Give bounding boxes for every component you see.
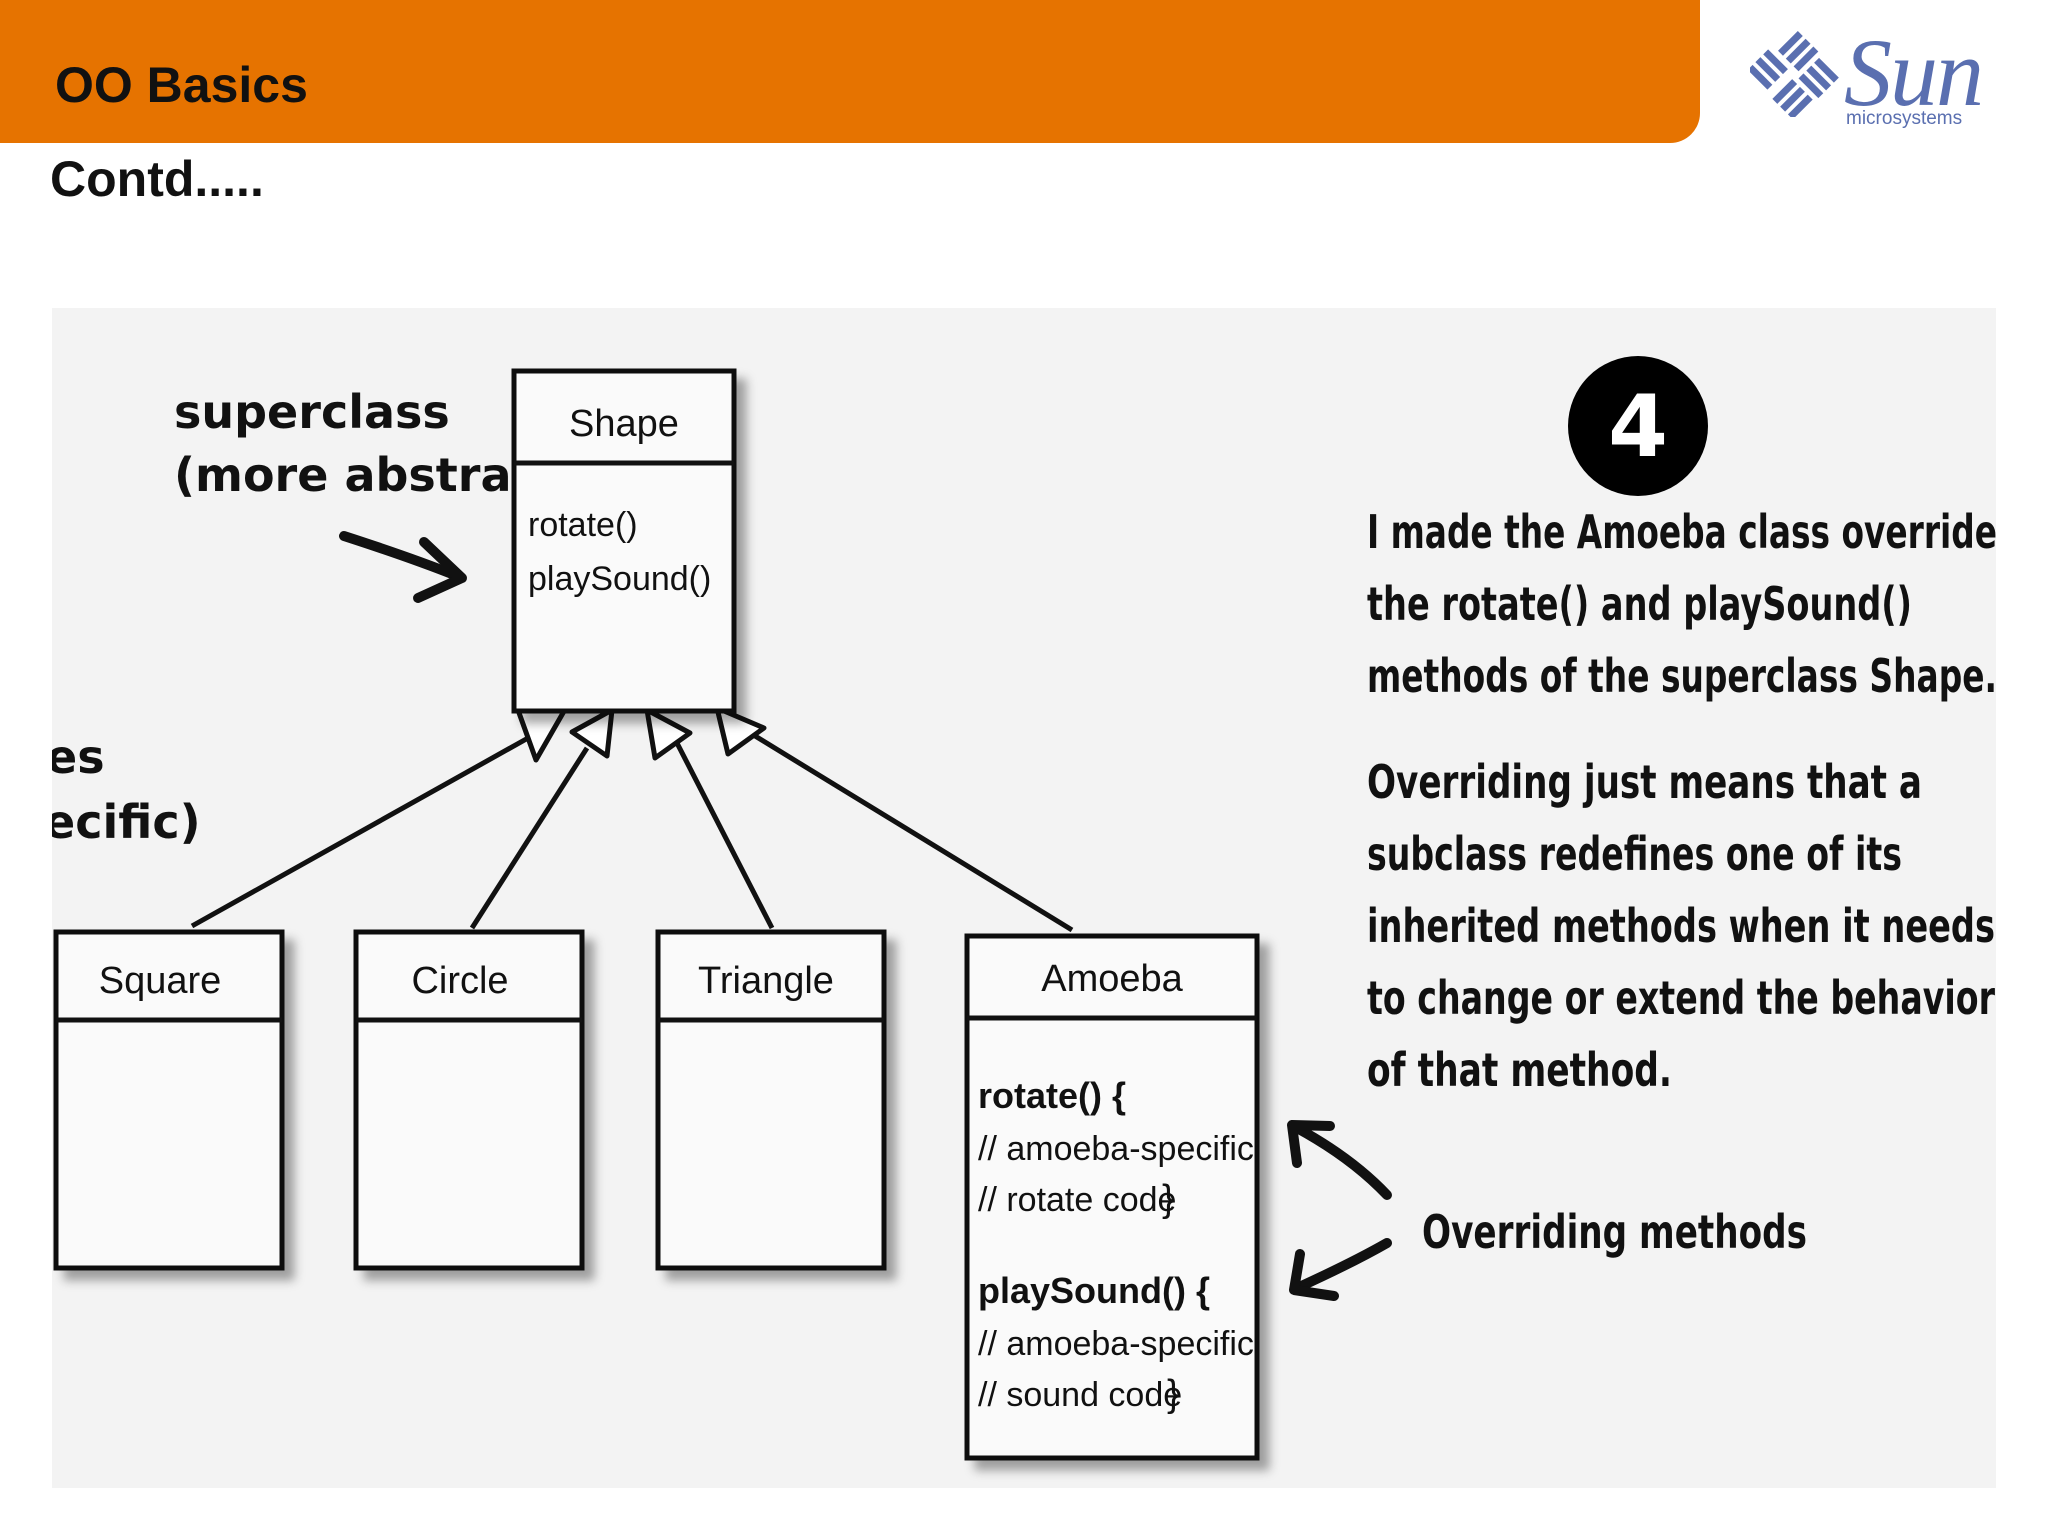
shape-method-playsound: playSound() [528,560,711,598]
header-bar [0,0,1700,143]
explanation-line-2: the rotate() and playSound() [1367,577,1912,631]
amoeba-rotate-signature: rotate() { [978,1075,1126,1116]
amoeba-rotate-brace: } [1162,1178,1175,1220]
shape-class-box [511,368,737,714]
superclass-pointer-arrow [339,531,462,581]
amoeba-playsound-comment-2: // sound code [978,1376,1182,1414]
amoeba-rotate-comment-2: // rotate code [978,1181,1176,1219]
logo-tagline: microsystems [1846,108,1963,129]
superclass-label: superclass [174,385,450,439]
amoeba-rotate-comment-1: // amoeba-specific [978,1130,1254,1168]
shape-class-name: Shape [569,403,679,445]
overriding-arrow-upper [1292,1123,1392,1200]
definition-line-2: subclass redefines one of its [1367,827,1902,881]
amoeba-class-box [964,933,1260,1461]
amoeba-playsound-signature: playSound() { [978,1270,1210,1311]
logo-wordmark: Sun [1844,19,1984,126]
circle-class-name: Circle [411,960,508,1002]
definition-line-4: to change or extend the behavior [1367,971,1995,1025]
shape-method-rotate: rotate() [528,506,638,544]
diagram-panel: superclass (more abstract) es ecific) Sh… [52,308,1996,1488]
inheritance-arrowheads [515,703,767,763]
definition-line-5: of that method. [1367,1043,1672,1097]
overriding-arrow-lower [1292,1238,1392,1293]
superclass-pointer-arrowhead [413,537,467,603]
square-class-name: Square [99,960,222,1002]
overriding-arrowhead-upper [1287,1120,1335,1168]
definition-line-3: inherited methods when it needs [1367,899,1995,953]
step-number: 4 [1608,377,1668,477]
class-hierarchy-diagram: superclass (more abstract) es ecific) Sh… [52,356,1996,1461]
definition-line-1: Overriding just means that a [1367,755,1922,809]
amoeba-playsound-brace: } [1167,1373,1180,1415]
slide-subtitle: Contd..... [50,151,264,207]
overriding-arrowhead-lower [1289,1249,1339,1301]
explanation-line-3: methods of the superclass Shape. [1367,649,1996,703]
inheritance-lines [190,725,1074,933]
step-number-badge [1568,356,1708,496]
square-class-box [53,929,285,1271]
sun-diamond-icon [1750,30,1839,117]
amoeba-playsound-comment-1: // amoeba-specific [978,1325,1254,1363]
triangle-class-name: Triangle [698,960,834,1002]
slide-title: OO Basics [55,57,308,113]
circle-class-box [353,929,585,1271]
sun-logo: Sun microsystems [1750,19,1990,135]
explanation-line-1: I made the Amoeba class override [1367,505,1996,559]
subclass-label-fragment: es [52,730,105,784]
amoeba-class-name: Amoeba [1041,958,1183,1000]
subclass-label-fragment-sub: ecific) [52,795,201,849]
overriding-methods-label: Overriding methods [1422,1205,1807,1259]
triangle-class-box [655,929,887,1271]
